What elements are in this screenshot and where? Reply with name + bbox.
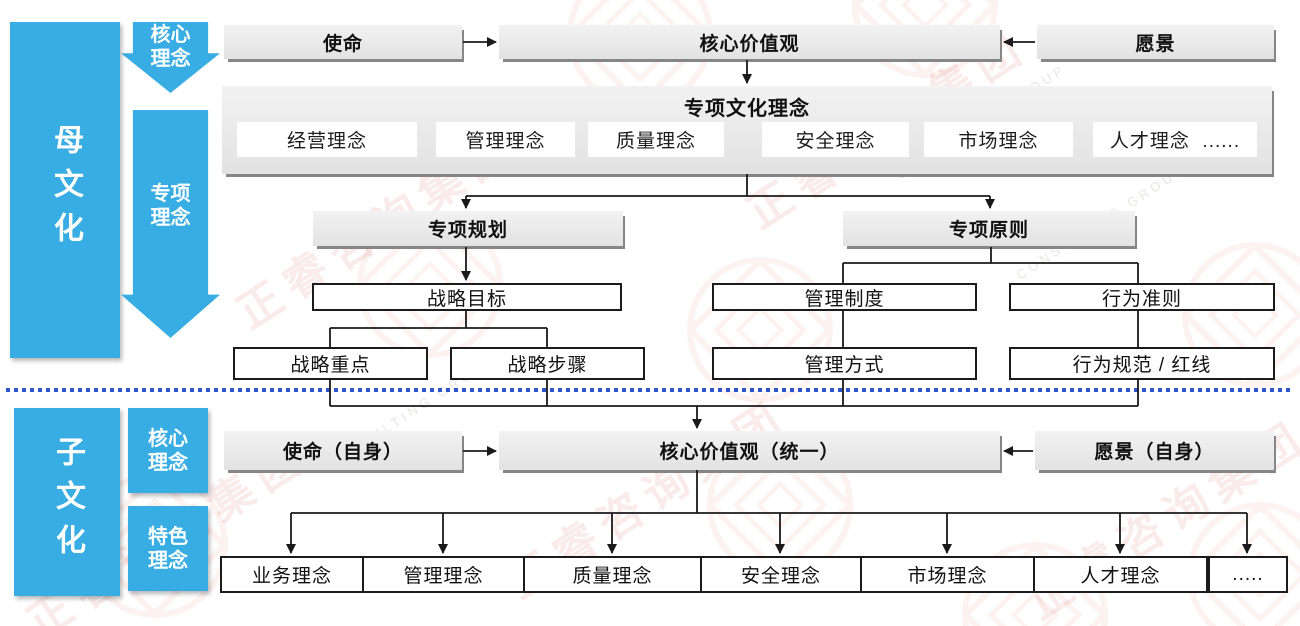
strategy-goal-label: 战略目标 — [426, 288, 507, 310]
special-principles-label: 专项原则 — [948, 220, 1029, 241]
core-concept-arrow-label-line1: 核心 — [150, 24, 191, 46]
special-culture-title: 专项文化理念 — [684, 98, 810, 120]
management-method-label: 管理方式 — [804, 355, 885, 376]
child-core-values-box: 核心价值观（统一） — [499, 431, 1000, 470]
child-concept-business: 业务理念 — [220, 556, 364, 593]
child-mission-box: 使命（自身） — [224, 431, 462, 470]
child-feature-concept-tag: 特色 理念 — [128, 506, 208, 591]
concept-box-safety: 安全理念 — [762, 122, 909, 157]
concept-label: 安全理念 — [740, 566, 821, 587]
management-system-label: 管理制度 — [804, 288, 885, 310]
child-concept-more: ..... — [1208, 556, 1288, 593]
child-core-concept-tag: 核心 理念 — [128, 408, 208, 493]
strategy-focus-box: 战略重点 — [233, 347, 428, 380]
concept-box-talent: 人才理念 ...... — [1093, 122, 1257, 157]
core-concept-arrow-label-line2: 理念 — [150, 48, 191, 70]
core-values-box: 核心价值观 — [499, 25, 1000, 59]
core-concept-arrow-icon: 核心 理念 — [121, 22, 220, 93]
strategy-steps-label: 战略步骤 — [507, 355, 588, 376]
conduct-norms-box: 行为规范 / 红线 — [1009, 347, 1275, 380]
core-values-label: 核心价值观 — [699, 33, 800, 55]
child-concept-safety: 安全理念 — [700, 556, 862, 593]
child-core-label-line1: 核心 — [148, 427, 188, 450]
concept-label: 管理理念 — [403, 566, 484, 587]
concept-box-management: 管理理念 — [436, 122, 575, 157]
concept-box-market: 市场理念 — [924, 122, 1073, 157]
special-principles-box: 专项原则 — [843, 211, 1135, 246]
child-feature-label-line1: 特色 — [148, 525, 188, 548]
strategy-focus-label: 战略重点 — [290, 355, 371, 376]
special-concept-arrow-label-line1: 专项 — [150, 183, 191, 205]
child-concept-talent: 人才理念 — [1033, 556, 1208, 593]
concept-label: 市场理念 — [907, 566, 988, 587]
concept-label: 安全理念 — [795, 131, 876, 152]
mission-label: 使命 — [322, 33, 363, 55]
concept-label: 市场理念 — [958, 131, 1039, 152]
special-concept-arrow-label-line2: 理念 — [150, 207, 191, 229]
conduct-code-label: 行为准则 — [1101, 288, 1182, 310]
child-vision-label: 愿景（自身） — [1094, 442, 1215, 463]
child-culture-bar: 子文化 — [14, 408, 120, 596]
strategy-steps-box: 战略步骤 — [450, 347, 645, 380]
section-divider — [6, 388, 1294, 392]
strategy-goal-box: 战略目标 — [312, 283, 622, 311]
concept-label: 质量理念 — [615, 131, 696, 152]
parent-culture-bar-label: 母文化 — [49, 124, 82, 256]
conduct-norms-label: 行为规范 / 红线 — [1072, 355, 1212, 376]
concept-label: 人才理念 ...... — [1109, 131, 1241, 152]
concept-label: 经营理念 — [286, 131, 367, 152]
conduct-code-box: 行为准则 — [1009, 283, 1275, 311]
vision-box: 愿景 — [1037, 25, 1274, 59]
concept-label: 质量理念 — [572, 566, 653, 587]
management-system-box: 管理制度 — [712, 283, 977, 311]
special-planning-box: 专项规划 — [313, 211, 623, 246]
concept-label: 业务理念 — [251, 566, 332, 587]
child-feature-label-line2: 理念 — [148, 549, 188, 572]
special-concept-arrow-icon: 专项 理念 — [121, 110, 220, 338]
concept-label: 人才理念 — [1080, 566, 1161, 587]
management-method-box: 管理方式 — [712, 347, 977, 380]
child-core-label-line2: 理念 — [148, 451, 188, 474]
child-vision-box: 愿景（自身） — [1035, 431, 1274, 470]
special-planning-label: 专项规划 — [427, 220, 508, 241]
child-culture-bar-label: 子文化 — [51, 436, 84, 568]
mission-box: 使命 — [224, 25, 462, 59]
vision-label: 愿景 — [1135, 33, 1176, 55]
child-concept-quality: 质量理念 — [523, 556, 702, 593]
child-concept-market: 市场理念 — [860, 556, 1035, 593]
concept-label: ..... — [1232, 563, 1264, 585]
child-concept-management: 管理理念 — [362, 556, 525, 593]
parent-culture-bar: 母文化 — [10, 22, 120, 358]
concept-box-quality: 质量理念 — [588, 122, 724, 157]
concept-label: 管理理念 — [465, 131, 546, 152]
child-core-values-label: 核心价值观（统一） — [659, 442, 840, 463]
concept-box-operating: 经营理念 — [237, 122, 417, 157]
child-mission-label: 使命（自身） — [282, 442, 403, 463]
